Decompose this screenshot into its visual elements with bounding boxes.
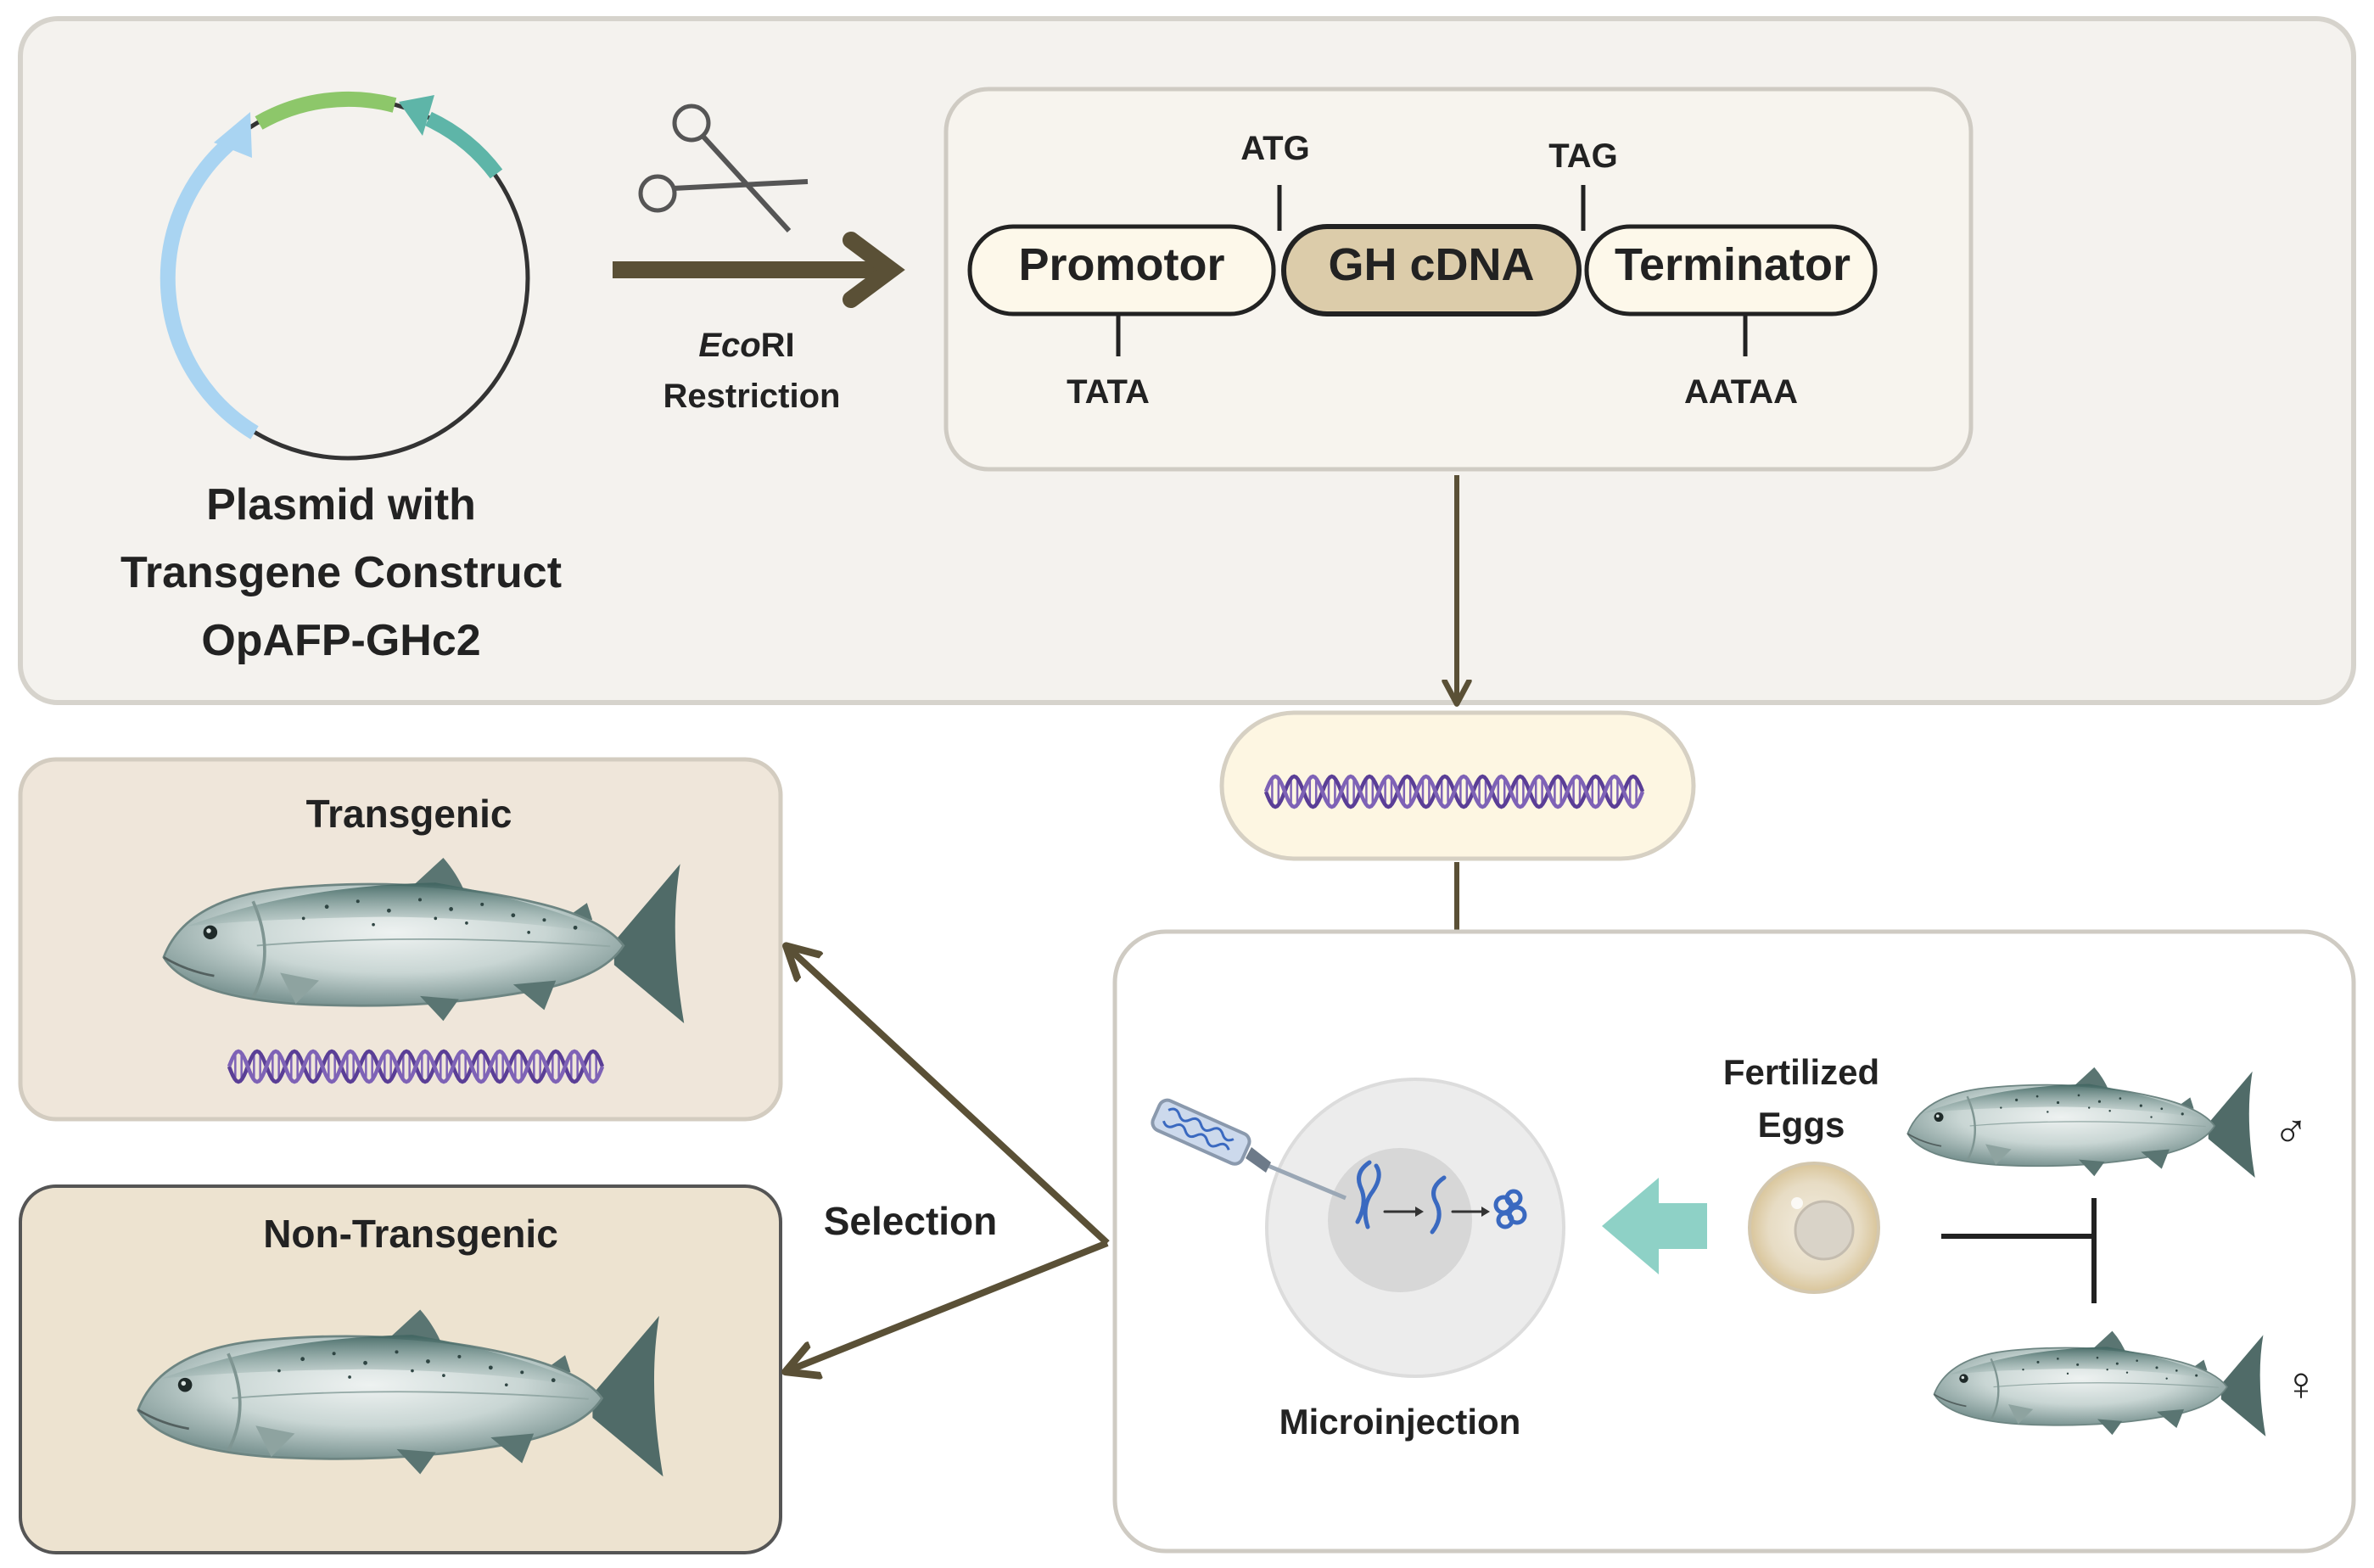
atg-label: ATG [1240, 130, 1309, 167]
restriction-label: Restriction [663, 378, 841, 415]
plasmid-title-line1: Plasmid with [206, 480, 476, 529]
dna-integration-stages-icon [1355, 1160, 1527, 1235]
selection-arrow-down [789, 1240, 1109, 1370]
selection-label: Selection [824, 1199, 998, 1243]
dna-strand-b [227, 1049, 605, 1084]
gh-cdna-label: GH cDNA [1328, 239, 1534, 290]
dna-helix-icon [1263, 774, 1645, 809]
plasmid-title-line3: OpAFP-GHc2 [201, 616, 480, 665]
transgenic-label: Transgenic [306, 792, 512, 836]
tata-label: TATA [1067, 373, 1150, 411]
teal-left-arrow [1602, 1178, 1707, 1274]
terminator-label: Terminator [1615, 239, 1850, 290]
plasmid-arc-top [255, 91, 397, 130]
selection-arrow-up [789, 949, 1110, 1246]
mating-cross-symbol [1941, 1198, 2097, 1303]
injected-egg-cell [1265, 1078, 1565, 1378]
fertilized-egg-dish-icon [1748, 1162, 1880, 1294]
aataa-label: AATAA [1684, 373, 1798, 411]
plasmid-arc-left [160, 134, 259, 440]
tag-label: TAG [1548, 137, 1617, 175]
restriction-enzyme: EcoRI [698, 327, 794, 364]
restriction-arrowhead [843, 232, 905, 308]
scissors-icon [638, 104, 809, 233]
plasmid-diagram [160, 91, 530, 461]
fertilized-label-line2: Eggs [1758, 1105, 1845, 1145]
gh-cdna-element [1281, 224, 1582, 316]
plasmid-title-line2: Transgene Construct [120, 548, 562, 597]
plasmid-arrow-right [399, 95, 434, 136]
microinjection-label: Microinjection [1279, 1402, 1521, 1442]
dna-strand-b [1263, 774, 1645, 809]
promotor-label: Promotor [1019, 239, 1225, 290]
female-symbol: ♀ [2283, 1357, 2319, 1410]
fertilized-label-line1: Fertilized [1723, 1052, 1879, 1092]
plasmid-arc-right [425, 111, 503, 179]
male-symbol: ♂ [2273, 1102, 2309, 1156]
microinjection-needle-icon [1151, 1098, 1347, 1201]
promotor-element [967, 224, 1276, 316]
terminator-element [1584, 224, 1878, 316]
non-transgenic-label: Non-Transgenic [263, 1212, 558, 1256]
transgenic-dna-helix-icon [227, 1049, 605, 1084]
plasmid-arrow-left [214, 112, 252, 158]
